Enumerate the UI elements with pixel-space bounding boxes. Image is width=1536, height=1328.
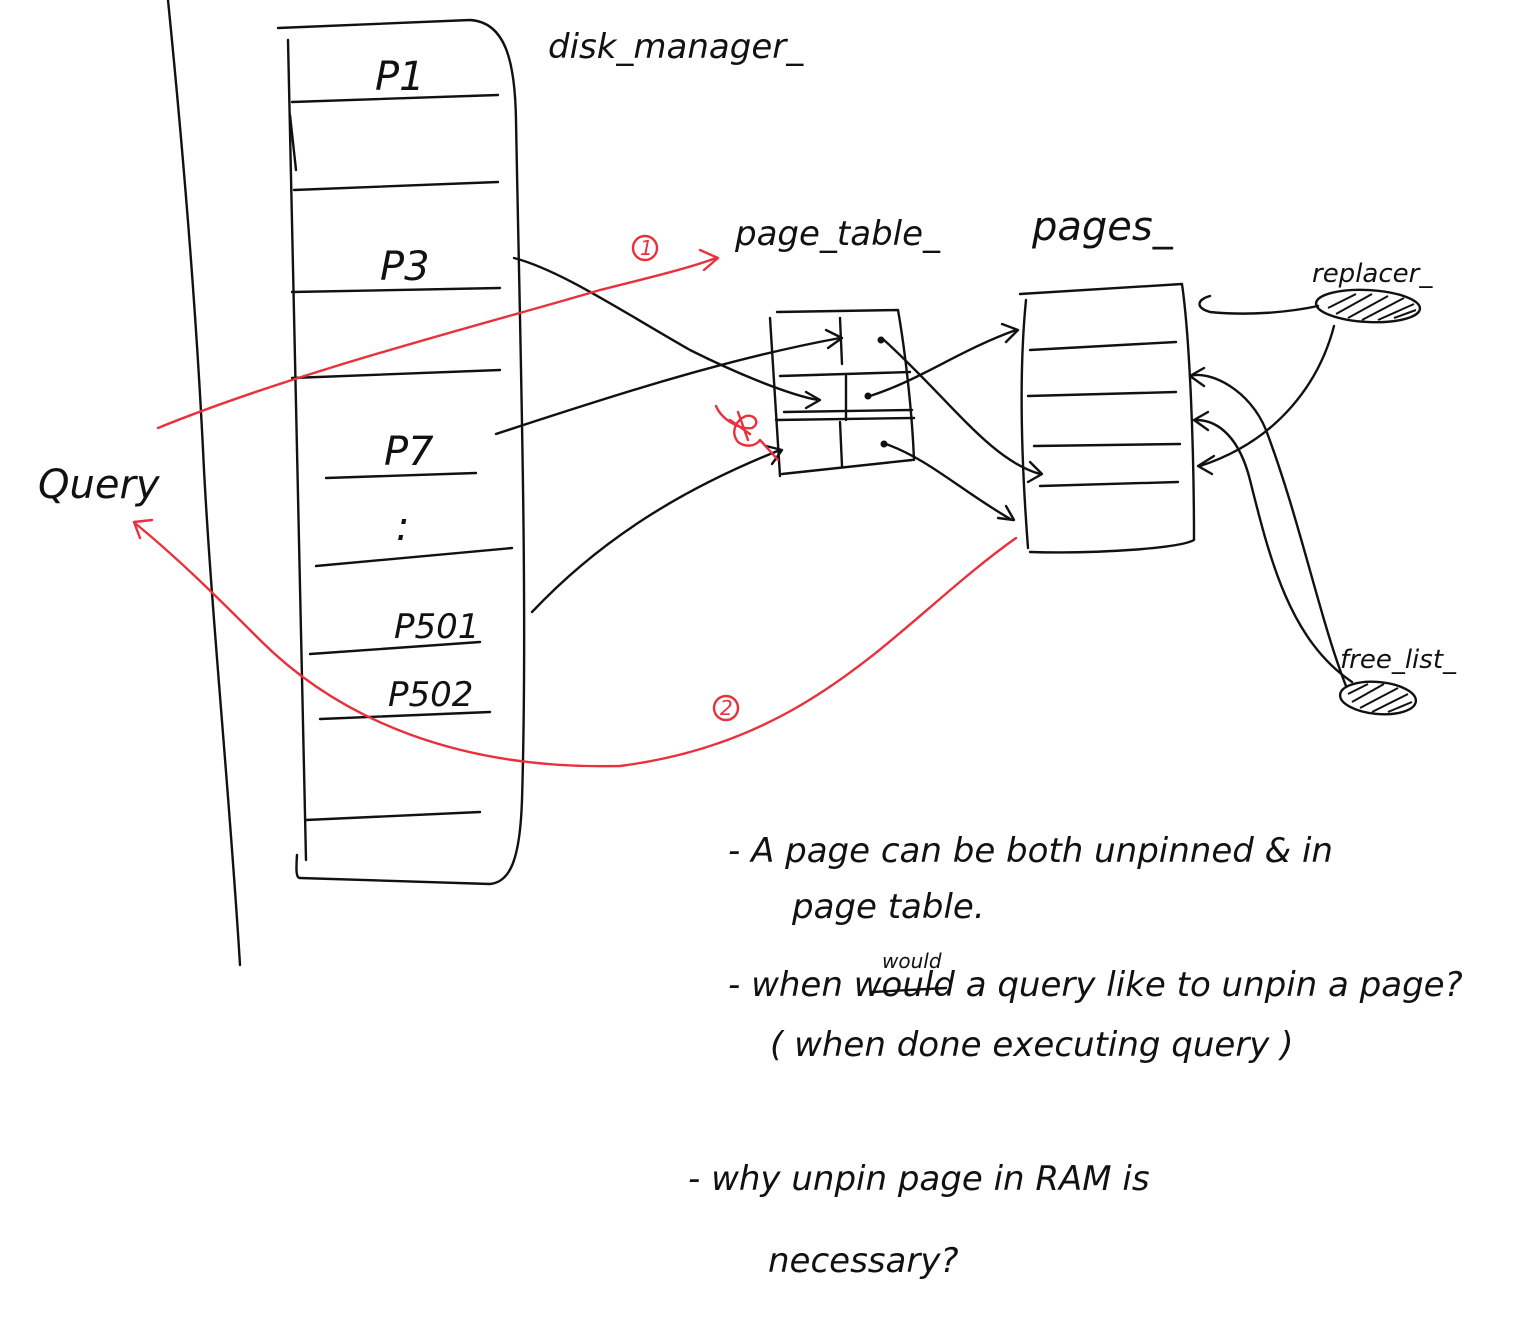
- arrow-table-to-frame-2: [868, 328, 1018, 398]
- disk-page-p3: P3: [380, 244, 430, 290]
- note-2-insert: would: [882, 949, 942, 973]
- disk-manager-container: [276, 18, 526, 886]
- note-2-line-2: ( when done executing query ): [770, 1025, 1294, 1065]
- note-1-line-2: page table.: [791, 887, 985, 927]
- note-2-line-1: - when would a query like to unpin a pag…: [728, 965, 1463, 1005]
- disk-page-p502: P502: [388, 675, 473, 715]
- arrow-freelist-to-frame-b: [1194, 418, 1354, 684]
- arrow-p3-to-table: [512, 256, 820, 402]
- arrow-replacer-to-pages: [1198, 294, 1320, 315]
- note-2-strikeout: [870, 986, 948, 994]
- disk-manager-label: disk_manager_: [548, 27, 804, 67]
- step-1-marker: 1: [631, 234, 659, 262]
- red-scribble-mark: [714, 404, 780, 462]
- replacer-label: replacer_: [1312, 259, 1433, 289]
- red-arrow-pages-to-query: [134, 522, 1018, 768]
- page-table-label: page_table_: [734, 214, 941, 254]
- pages-frames: [1018, 282, 1196, 554]
- note-3-line-2: necessary?: [768, 1241, 959, 1281]
- replacer-blob: [1314, 288, 1422, 324]
- disk-page-p1: P1: [375, 54, 425, 100]
- free-list-blob: [1338, 680, 1418, 716]
- disk-page-p7: P7: [384, 429, 434, 475]
- step-2-label: 2: [720, 696, 733, 720]
- arrow-freelist-to-frame-a: [1188, 373, 1348, 688]
- arrow-p501-to-table: [530, 448, 782, 614]
- free-list-label: free_list_: [1340, 645, 1457, 675]
- disk-page-p501: P501: [394, 607, 479, 647]
- arrow-replacer-to-frame: [1198, 324, 1336, 468]
- note-1-line-1: - A page can be both unpinned & in: [728, 831, 1333, 871]
- step-1-label: 1: [640, 236, 653, 260]
- red-arrow-query-to-page-table: [156, 256, 718, 430]
- arrow-table-to-frame-3: [884, 442, 1014, 522]
- pages-label: pages_: [1031, 204, 1174, 250]
- step-2-marker: 2: [712, 694, 740, 722]
- disk-page-ellipsis: :: [396, 504, 409, 550]
- note-3-line-1: - why unpin page in RAM is: [688, 1159, 1150, 1199]
- arrow-p7-to-table: [494, 336, 842, 436]
- arrow-table-to-frame-1: [882, 338, 1042, 476]
- query-boundary-line: [166, 0, 242, 967]
- query-label: Query: [38, 462, 161, 508]
